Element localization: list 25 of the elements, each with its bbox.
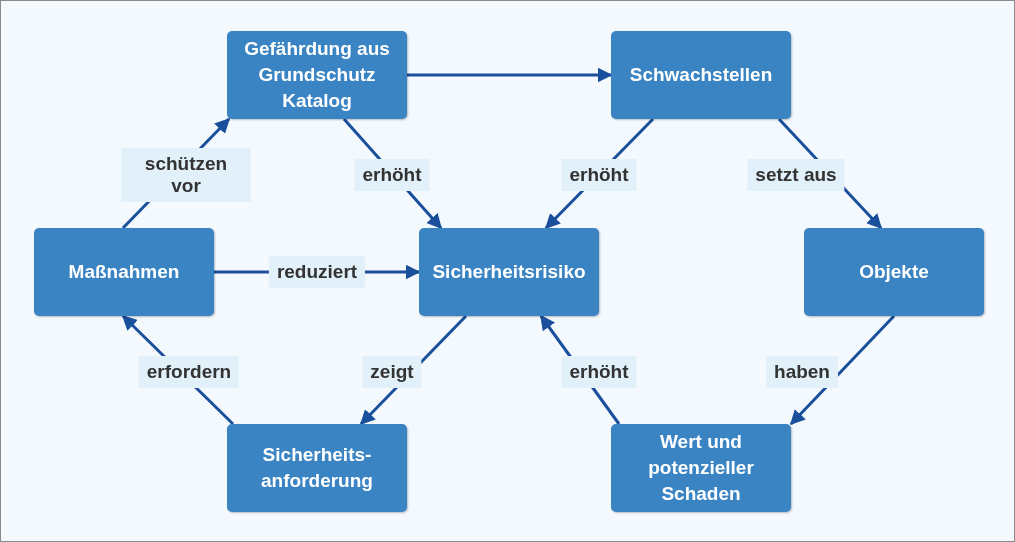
- edge-label: erhöht: [354, 159, 430, 191]
- process-box: [419, 228, 599, 316]
- box-label: Maßnahmen: [68, 260, 180, 284]
- arrow: [789, 314, 896, 426]
- edge-label: schützen vor: [121, 148, 251, 202]
- process-box: [227, 31, 407, 119]
- box-label: Sicherheitsrisiko: [432, 260, 586, 284]
- process-box: [611, 31, 791, 119]
- edge-label: zeigt: [362, 356, 422, 388]
- edge-label: setzt aus: [747, 159, 845, 191]
- box-label: Schwachstellen: [629, 63, 773, 87]
- edge-label: erhöht: [561, 356, 637, 388]
- edge-label: erhöht: [561, 159, 637, 191]
- edge-label: haben: [766, 356, 838, 388]
- edge-label: reduziert: [268, 256, 366, 288]
- arrow: [407, 67, 613, 83]
- box-label: Wert und potenzieller Schaden: [647, 430, 755, 506]
- box-label: Gefährdung aus Grundschutz Katalog: [243, 37, 391, 113]
- box-label: Objekte: [859, 260, 929, 284]
- process-box: [34, 228, 214, 316]
- edge-label: erfordern: [138, 356, 240, 388]
- process-box: [611, 424, 791, 512]
- process-box: [227, 424, 407, 512]
- process-box: [804, 228, 984, 316]
- box-label: Sicherheits- anforderung: [260, 443, 374, 493]
